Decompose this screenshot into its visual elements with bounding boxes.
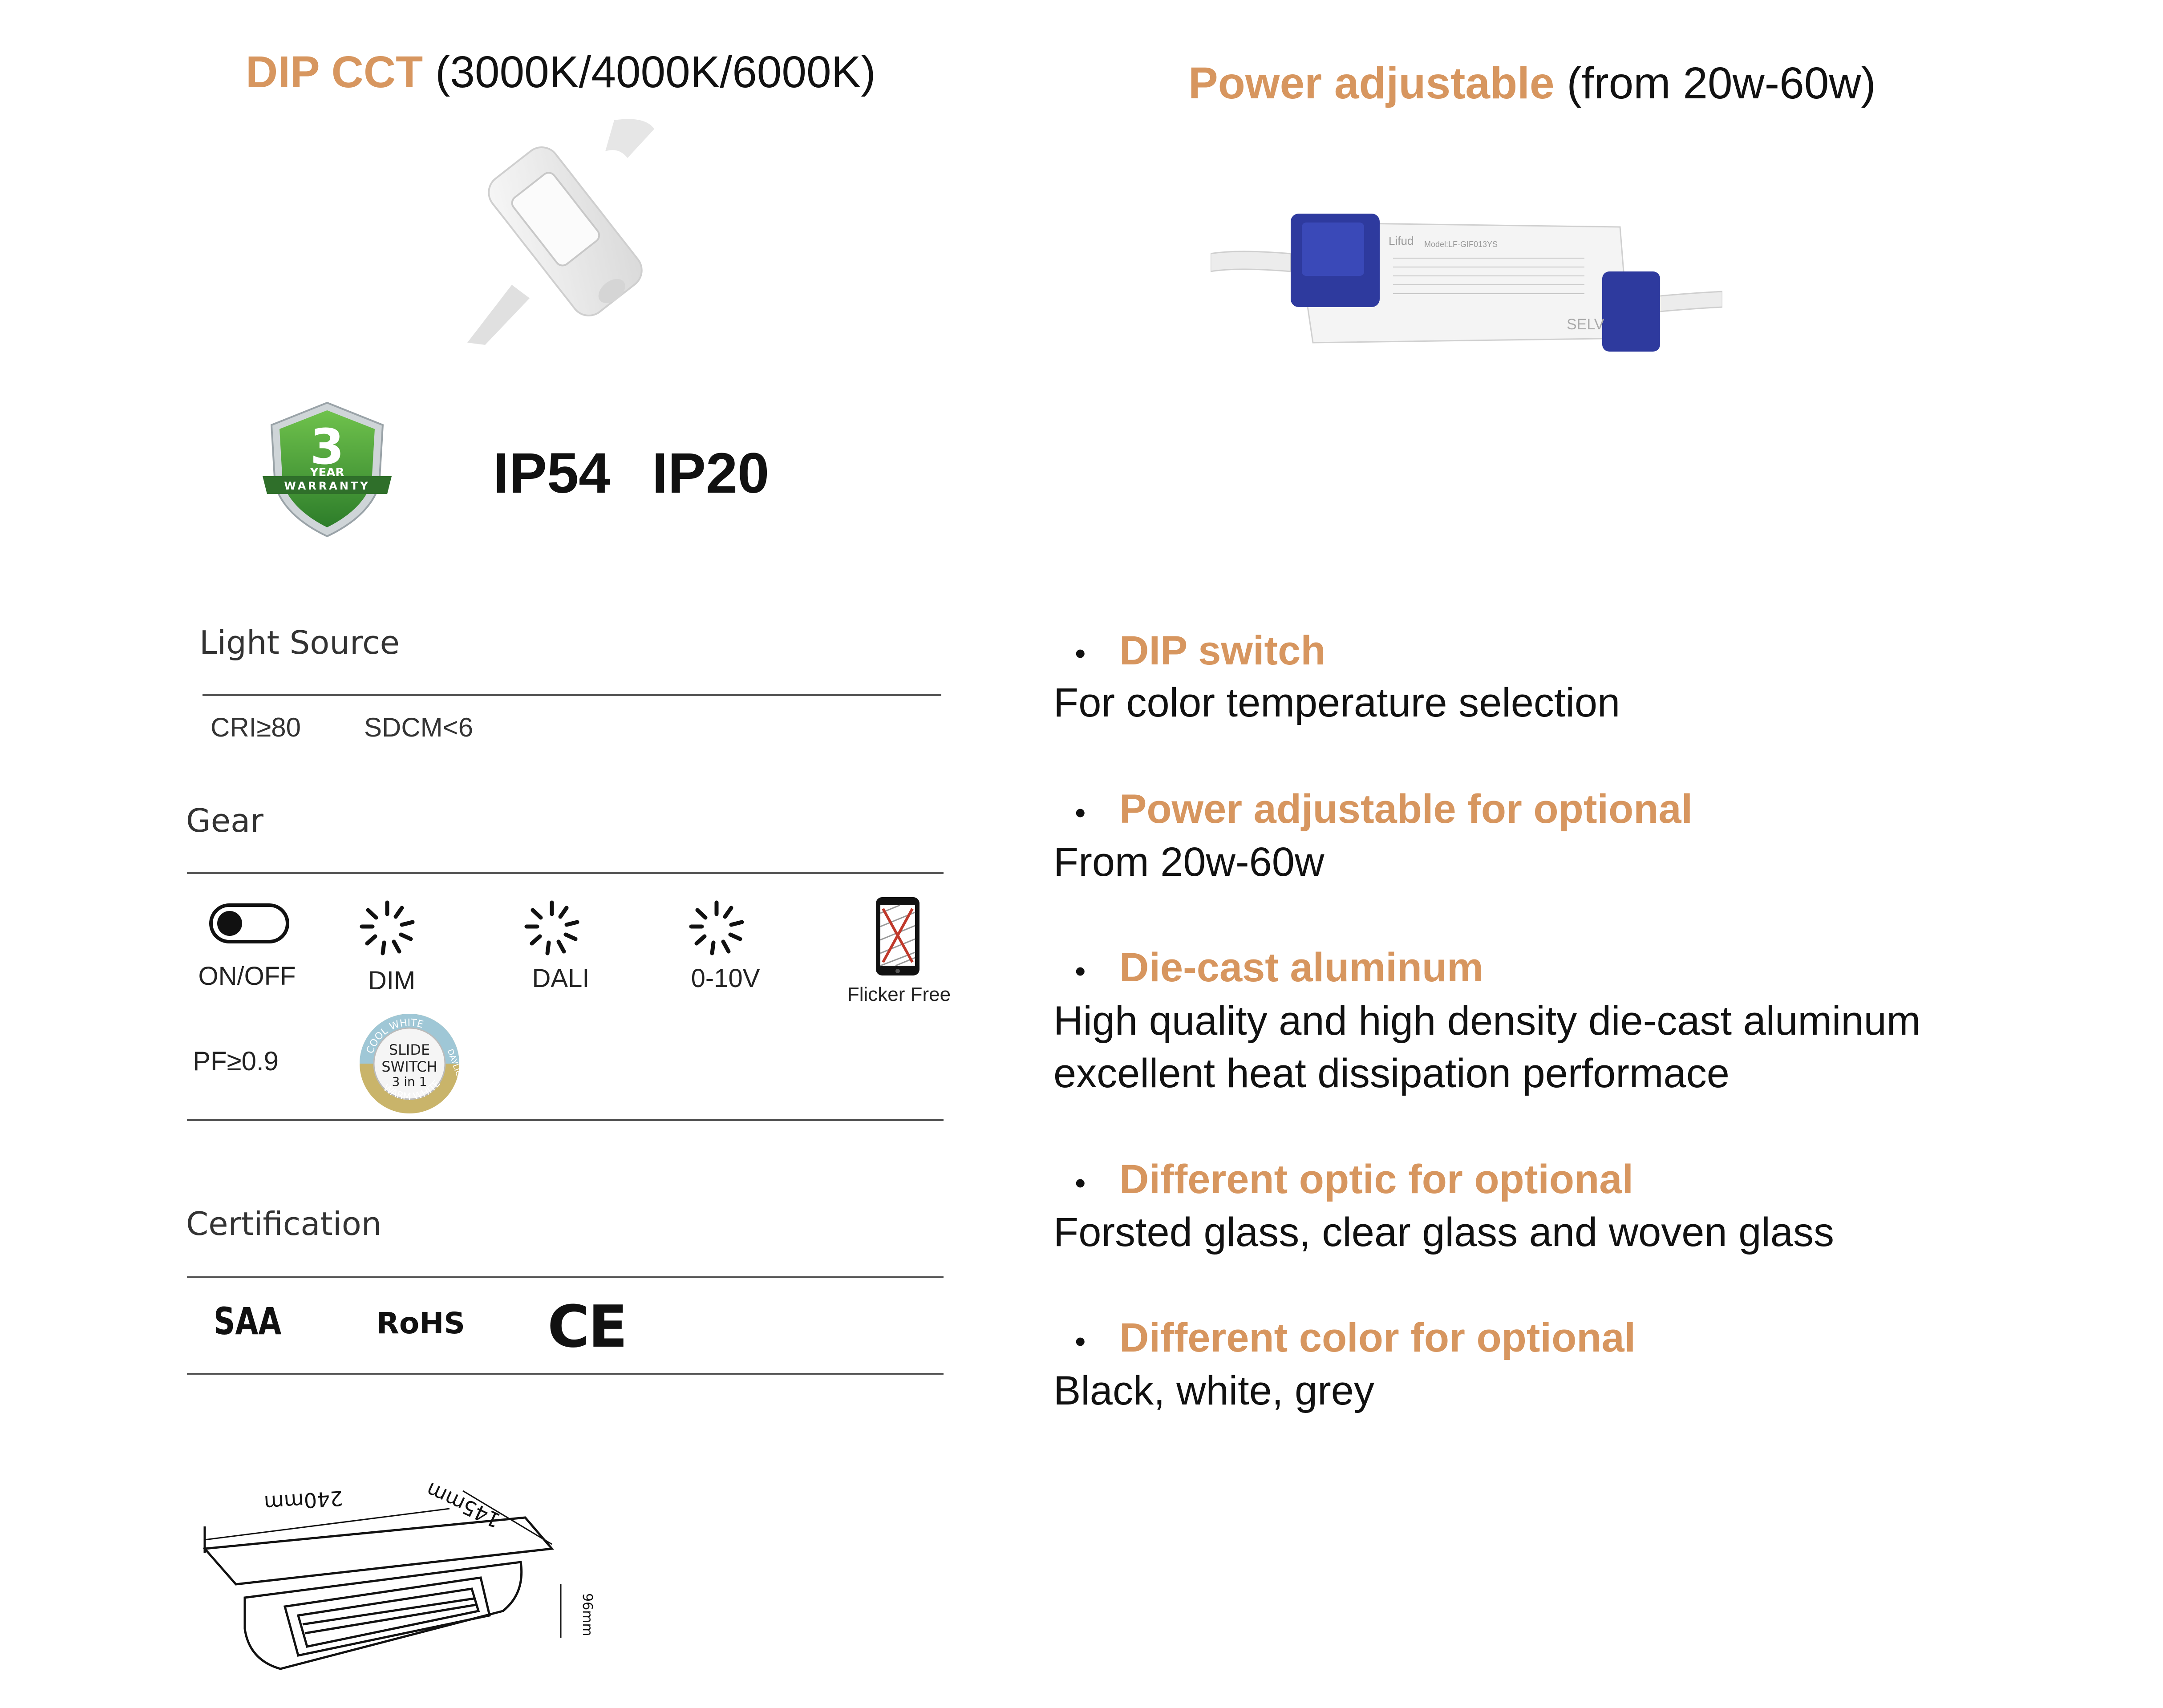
gear-label-on-off: ON/OFF [198, 962, 296, 991]
header-power-rest: (from 20w-60w) [1567, 58, 1876, 108]
warranty-badge: 3 YEAR WARRANTY [263, 401, 392, 538]
dali-icon [523, 899, 581, 957]
spec-pf: PF≥0.9 [193, 1046, 279, 1076]
light-source-title: Light Source [199, 624, 400, 661]
gear-label-dim: DIM [368, 966, 416, 995]
feature-title-dip-switch: DIP switch [1119, 628, 1326, 673]
warranty-number: 3 [310, 418, 344, 475]
driver-model: Model:LF-GIF013YS [1424, 240, 1498, 249]
feature-desc-power: From 20w-60w [1053, 839, 1325, 885]
on-off-toggle-icon [209, 903, 289, 943]
certification-divider-top [187, 1276, 944, 1278]
slide-switch-badge: COOL WHITE DAYLIGHT WARM WHITE SLIDE SWI… [356, 1010, 463, 1117]
slide-line2: SWITCH [381, 1058, 437, 1075]
feature-title-die-cast: Die-cast aluminum [1119, 945, 1483, 990]
feature-desc-color: Black, white, grey [1053, 1368, 1374, 1413]
light-source-divider [203, 694, 941, 696]
warranty-word: WARRANTY [284, 480, 370, 492]
cert-saa: SAA [214, 1299, 282, 1343]
feature-bullet-4: • [1075, 1166, 1086, 1200]
feature-desc-optic: Forsted glass, clear glass and woven gla… [1053, 1210, 1834, 1255]
feature-title-color: Different color for optional [1119, 1315, 1636, 1360]
header-dip-cct-highlight: DIP CCT [246, 47, 423, 97]
dip-switch-image [458, 116, 672, 347]
feature-desc-die-cast-1: High quality and high density die-cast a… [1053, 998, 1921, 1044]
dim-depth: 145mm [422, 1482, 504, 1533]
dim-icon [358, 899, 416, 957]
flicker-free-phone-icon [873, 895, 922, 978]
gear-divider-top [187, 872, 944, 874]
slide-line3: 3 in 1 [392, 1074, 427, 1089]
gear-label-0-10v: 0-10V [691, 964, 760, 993]
spec-cri: CRI≥80 [211, 712, 301, 742]
cert-ce: CE [547, 1293, 628, 1360]
header-dip-cct: DIP CCT (3000K/4000K/6000K) [246, 47, 876, 98]
driver-selv: SELV [1567, 316, 1604, 333]
certification-divider-bottom [187, 1373, 944, 1375]
dim-height: 96mm [579, 1593, 595, 1636]
certification-title: Certification [186, 1205, 382, 1243]
gear-divider-bottom [187, 1119, 944, 1121]
dimension-drawing: 240mm 145mm 96mm [196, 1482, 605, 1687]
header-power-adjustable: Power adjustable (from 20w-60w) [1188, 58, 1876, 109]
feature-bullet-5: • [1075, 1324, 1086, 1359]
led-driver-image: Lifud Model:LF-GIF013YS SELV [1211, 205, 1722, 356]
gear-label-flicker-free: Flicker Free [847, 984, 951, 1005]
feature-desc-dip-switch: For color temperature selection [1053, 680, 1620, 725]
warranty-year: YEAR [310, 466, 344, 479]
slide-line1: SLIDE [389, 1041, 430, 1058]
feature-bullet-1: • [1075, 636, 1086, 671]
zero-ten-v-icon [688, 899, 745, 957]
ip-rating-ip54: IP54 [493, 441, 611, 505]
feature-title-power: Power adjustable for optional [1119, 786, 1693, 832]
spec-sdcm: SDCM<6 [364, 712, 474, 742]
feature-desc-die-cast-2: excellent heat dissipation performace [1053, 1051, 1730, 1096]
cert-rohs: RoHS [377, 1306, 465, 1340]
driver-brand: Lifud [1389, 234, 1414, 247]
ip-rating-ip20: IP20 [652, 441, 770, 505]
feature-bullet-2: • [1075, 795, 1086, 830]
feature-bullet-3: • [1075, 954, 1086, 988]
dim-width: 240mm [263, 1486, 344, 1515]
gear-label-dali: DALI [532, 964, 590, 993]
header-dip-cct-rest: (3000K/4000K/6000K) [435, 47, 876, 97]
gear-title: Gear [186, 802, 263, 839]
header-power-highlight: Power adjustable [1188, 58, 1555, 108]
feature-title-optic: Different optic for optional [1119, 1157, 1634, 1202]
